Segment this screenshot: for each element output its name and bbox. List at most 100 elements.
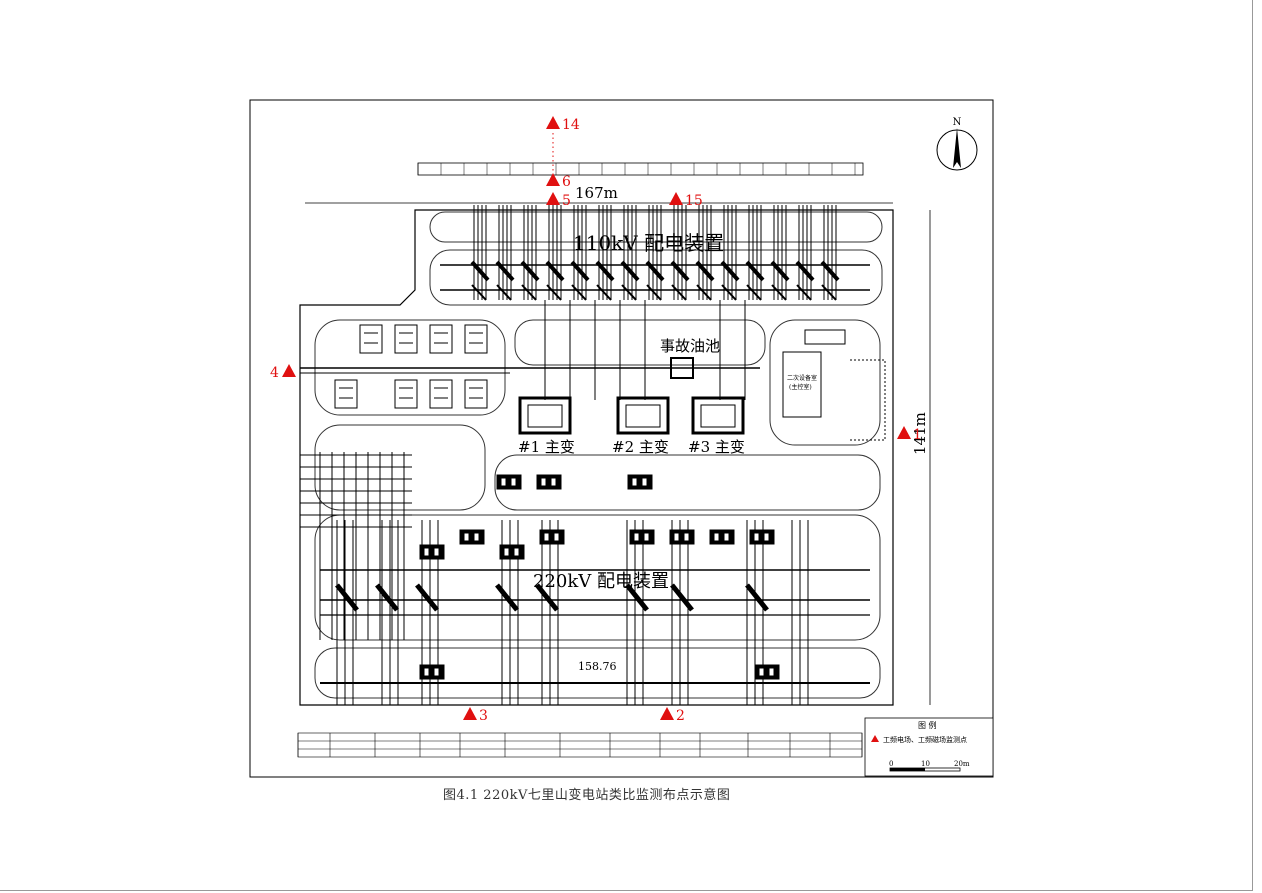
block-gap (510, 477, 517, 487)
drawing-frame (249, 99, 994, 778)
breaker-symbol (520, 260, 540, 282)
block-gap (433, 547, 440, 557)
zone-labels: 110kV 配电装置 220kV 配电装置 事故油池 #1 主变 #2 主变 #… (518, 184, 929, 673)
label-oil-pool: 事故油池 (660, 337, 720, 355)
disconnector-symbol (621, 284, 637, 301)
block-gap (758, 667, 765, 677)
block-gap (423, 667, 430, 677)
label-control-room-sub: (主控室) (789, 383, 812, 391)
label-control-room: 二次设备室 (787, 374, 817, 382)
disconnector-symbol (721, 284, 737, 301)
left-equipment-block (300, 324, 760, 409)
disconnector-symbol (671, 284, 687, 301)
legend-marker-icon (871, 735, 879, 742)
breaker-symbol (470, 260, 490, 282)
block-gap (500, 477, 507, 487)
scale-tick-10: 10 (921, 760, 930, 768)
equipment-box (394, 324, 418, 354)
substation-boundary (299, 209, 894, 706)
triangle-marker-icon (546, 116, 560, 129)
monitoring-point-1: 1 (897, 426, 922, 443)
legend-box: 图 例 工频电场、工频磁场监测点 0 10 20m (864, 717, 994, 777)
monitoring-point-label: 14 (562, 117, 580, 133)
breaker-symbol (595, 260, 615, 282)
breaker-symbol (335, 583, 359, 612)
disconnector-symbol (546, 284, 562, 301)
monitoring-point-3: 3 (463, 707, 488, 724)
disconnector-symbol (646, 284, 662, 301)
equipment-box (429, 379, 453, 409)
block-gap (423, 547, 430, 557)
monitoring-point-5: 5 (546, 192, 571, 209)
block-gap (763, 532, 770, 542)
breaker-symbol (745, 260, 765, 282)
block-gap (550, 477, 557, 487)
disconnector-symbol (471, 284, 487, 301)
equipment-box (394, 379, 418, 409)
disconnector-symbol (521, 284, 537, 301)
label-220kv-zone: 220kV 配电装置 (533, 571, 669, 592)
block-gap (768, 667, 775, 677)
breaker-symbol (820, 260, 840, 282)
220kv-switchyard (300, 452, 870, 705)
label-110kv-zone: 110kV 配电装置 (573, 231, 724, 255)
breaker-symbol (720, 260, 740, 282)
block-gap (540, 477, 547, 487)
block-gap (503, 547, 510, 557)
monitoring-point-label: 6 (562, 174, 571, 190)
breaker-symbol (535, 583, 559, 612)
equipment-box (334, 379, 358, 409)
breaker-symbol (415, 583, 439, 612)
breaker-symbol (670, 583, 694, 612)
monitoring-point-label: 2 (676, 708, 685, 724)
figure-caption: 图4.1 220kV七里山变电站类比监测布点示意图 (443, 788, 731, 803)
breaker-symbol (695, 260, 715, 282)
monitoring-point-6: 6 (546, 173, 571, 190)
triangle-marker-icon (660, 707, 674, 720)
bay-footer-table (297, 732, 863, 758)
dimension-lines (305, 202, 931, 705)
block-gap (433, 667, 440, 677)
block-gap (513, 547, 520, 557)
block-gap (633, 532, 640, 542)
equipment-box (464, 324, 488, 354)
breaker-symbol (495, 583, 519, 612)
legend-item-text: 工频电场、工频磁场监测点 (883, 735, 967, 744)
label-transformer-3: #3 主变 (688, 438, 745, 456)
breaker-symbol (625, 583, 649, 612)
disconnector-symbol (496, 284, 512, 301)
monitoring-point-14: 14 (546, 116, 580, 133)
block-gap (753, 532, 760, 542)
breaker-symbol (670, 260, 690, 282)
block-gap (641, 477, 648, 487)
north-label: N (953, 117, 962, 128)
monitoring-point-4: 4 (270, 364, 296, 381)
block-gap (463, 532, 470, 542)
block-gap (631, 477, 638, 487)
monitoring-point-2: 2 (660, 707, 685, 724)
block-gap (723, 532, 730, 542)
block-gap (673, 532, 680, 542)
label-transformer-1: #1 主变 (518, 438, 575, 456)
breaker-symbol (545, 260, 565, 282)
disconnector-symbol (796, 284, 812, 301)
equipment-box (359, 324, 383, 354)
disconnector-symbol (571, 284, 587, 301)
breaker-symbol (745, 583, 769, 612)
label-elevation: 158.76 (578, 660, 617, 673)
monitoring-point-label: 1 (913, 427, 922, 443)
bay-header-table (417, 162, 864, 176)
triangle-marker-icon (546, 173, 560, 186)
breaker-symbol (570, 260, 590, 282)
equipment-box (464, 379, 488, 409)
block-gap (553, 532, 560, 542)
disconnector-symbol (596, 284, 612, 301)
label-height-dimension: 141m (911, 412, 929, 455)
110kv-switchyard (440, 205, 870, 400)
disconnector-symbol (821, 284, 837, 301)
block-gap (713, 532, 720, 542)
scale-tick-0: 0 (889, 760, 893, 768)
